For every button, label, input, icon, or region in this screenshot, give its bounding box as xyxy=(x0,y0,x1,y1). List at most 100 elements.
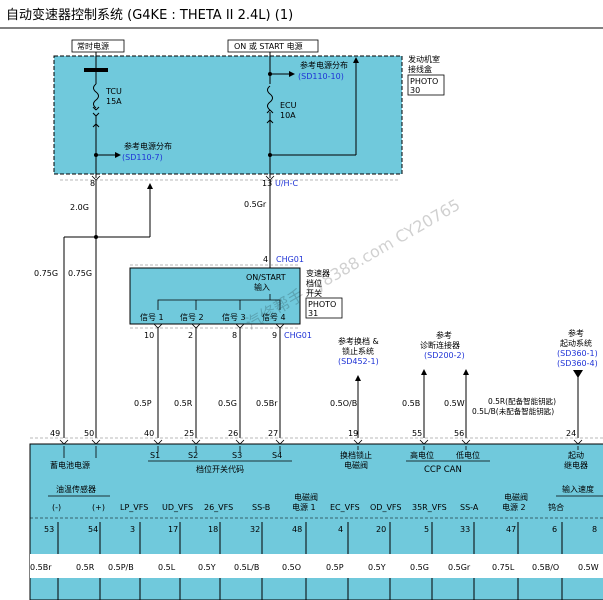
ref-shift-lock-1: 参考换档 & xyxy=(338,336,379,346)
photo-31-num: 31 xyxy=(308,309,318,318)
wire-0-75g-a: 0.75G xyxy=(34,269,58,278)
bottom-wire-label: 0.5Y xyxy=(368,563,386,572)
tcm-can-low: 低电位 xyxy=(456,450,480,460)
on-start-power-tab xyxy=(227,39,319,53)
tcm-starter-1: 起动 xyxy=(568,450,584,460)
bottom-wire-label: 0.5Gr xyxy=(448,563,471,572)
photo-30-box xyxy=(407,74,445,96)
tcm-ss-b: SS-B xyxy=(252,503,270,512)
switch-signal-4: 信号 4 xyxy=(262,312,286,322)
wire-0-5b: 0.5B xyxy=(402,399,420,408)
watermark-text: 汽修帮手 cy8388.com CY20765 xyxy=(243,195,464,333)
tcm-pin: 24 xyxy=(566,429,576,438)
ecu-fuse-label: ECU xyxy=(280,101,297,110)
ref-diag-code: (SD200-2) xyxy=(424,351,465,360)
watermark: 汽修帮手 cy8388.com CY20765 xyxy=(243,195,464,333)
engine-junction-box xyxy=(53,55,403,175)
tcm-bottom-pin: 54 xyxy=(88,525,98,534)
engine-box-name-1: 发动机室 xyxy=(408,54,440,64)
engine-box-name-2: 接线盒 xyxy=(408,64,432,74)
tcu-fuse-symbol xyxy=(93,83,99,109)
tcm-s3: S3 xyxy=(232,451,242,460)
bottom-wire-label: 0.75L xyxy=(492,563,515,572)
wire-0-5p: 0.5P xyxy=(134,399,152,408)
start-arrow-icon xyxy=(573,370,583,378)
wire-0-5g: 0.5G xyxy=(218,399,237,408)
switch-name-3: 开关 xyxy=(306,288,322,298)
switch-signal-2: 信号 2 xyxy=(180,312,204,322)
tcm-ccp-can: CCP CAN xyxy=(424,465,462,475)
ref-power-1-text: 参考电源分布 xyxy=(300,60,348,70)
ecu-fuse-amp: 10A xyxy=(280,111,296,120)
tcm-battery-power: 蓄电池电源 xyxy=(50,460,90,470)
bottom-wire-label: 0.5O xyxy=(282,563,301,572)
tcm-shift-lock-valve-1: 换档锁止 xyxy=(340,450,372,460)
tcm-input-speed: 输入速度 xyxy=(562,484,594,494)
tcm-starter-2: 继电器 xyxy=(564,460,588,470)
tcm-pin: 56 xyxy=(454,429,464,438)
tcm-35r-vfs: 35R_VFS xyxy=(412,503,447,512)
wire-0-5ob: 0.5O/B xyxy=(330,399,357,408)
bottom-wire-label: 0.5L xyxy=(158,563,176,572)
tcm-pin: 19 xyxy=(348,429,358,438)
wire-2-0g: 2.0G xyxy=(70,203,89,212)
ref-power-2-code: (SD110-7) xyxy=(122,153,163,162)
on-start-power-label: ON 或 START 电源 xyxy=(234,41,303,51)
always-power-label: 常时电源 xyxy=(77,41,109,51)
switch-connector-bottom: CHG01 xyxy=(284,331,312,340)
tcm-pin: 40 xyxy=(144,429,154,438)
tcm-lp-vfs: LP_VFS xyxy=(120,503,148,512)
tcm-bottom-pin: 5 xyxy=(424,525,429,534)
switch-pin-4: 4 xyxy=(263,255,268,264)
ref-power-1-code: (SD110-10) xyxy=(298,72,344,81)
ref-start-code-2: (SD360-4) xyxy=(557,359,598,368)
tcm-ss-a: SS-A xyxy=(460,503,479,512)
photo-30-num: 30 xyxy=(410,86,420,95)
page-title: 自动变速器控制系统 (G4KE : THETA II 2.4L) (1) xyxy=(6,7,293,23)
photo-31-box xyxy=(305,297,343,319)
tcm-sol-power-2a: 电磁阀 xyxy=(504,492,528,502)
tcm-ec-vfs: EC_VFS xyxy=(330,503,360,512)
switch-connector-top: CHG01 xyxy=(276,255,304,264)
photo-30-label: PHOTO xyxy=(410,77,438,86)
tcm-bottom-wires: 0.5Br 0.5R 0.5P/B 0.5L 0.5Y 0.5L/B 0.5O … xyxy=(30,563,599,572)
tcm-s4: S4 xyxy=(272,451,282,460)
tcm-bottom-pin: 48 xyxy=(292,525,302,534)
bottom-wire-label: 0.5Br xyxy=(30,563,52,572)
switch-on-start: ON/START xyxy=(246,273,286,282)
range-switch-box xyxy=(129,267,301,325)
tcu-fuse-label: TCU xyxy=(105,87,122,96)
tcm-bottom-pin: 53 xyxy=(44,525,54,534)
tcm-bottom-pin: 32 xyxy=(250,525,260,534)
tcm-pin: 27 xyxy=(268,429,278,438)
tcm-sol-power-1a: 电磁阀 xyxy=(294,492,318,502)
jb-pin-13: 13 xyxy=(262,179,272,188)
tcm-pin: 55 xyxy=(412,429,422,438)
wire-0-5r: 0.5R xyxy=(174,399,193,408)
ecu-fuse-symbol xyxy=(267,85,273,111)
ref-shift-lock-code: (SD452-1) xyxy=(338,357,379,366)
switch-pin-2: 2 xyxy=(188,331,193,340)
ref-power-2-text: 参考电源分布 xyxy=(124,141,172,151)
busbar xyxy=(84,68,108,72)
tcm-pin: 50 xyxy=(84,429,94,438)
tcm-bottom-pin: 47 xyxy=(506,525,516,534)
tcm-bottom-pin: 8 xyxy=(592,525,597,534)
tcm-oil-plus: (+) xyxy=(92,503,105,512)
switch-signal-1: 信号 1 xyxy=(140,312,164,322)
tcm-bottom-pin: 17 xyxy=(168,525,178,534)
tcm-top-pins: 49 50 40 25 26 27 19 55 56 24 xyxy=(50,429,576,438)
tcu-fuse-amp: 15A xyxy=(106,97,122,106)
tcm-oil-minus: (-) xyxy=(52,503,61,512)
tcm-bottom-pin: 3 xyxy=(130,525,135,534)
bottom-wire-label: 0.5L/B xyxy=(234,563,259,572)
tcm-can-high: 高电位 xyxy=(410,450,434,460)
tcm-pin: 25 xyxy=(184,429,194,438)
tcm-pin: 26 xyxy=(228,429,238,438)
switch-name-1: 变速器 xyxy=(306,268,330,278)
bottom-wire-label: 0.5B/O xyxy=(532,563,559,572)
tcm-wuhe: 钨合 xyxy=(548,502,564,512)
switch-pin-9: 9 xyxy=(272,331,277,340)
tcm-bottom-pin: 20 xyxy=(376,525,386,534)
switch-input: 输入 xyxy=(254,282,270,292)
